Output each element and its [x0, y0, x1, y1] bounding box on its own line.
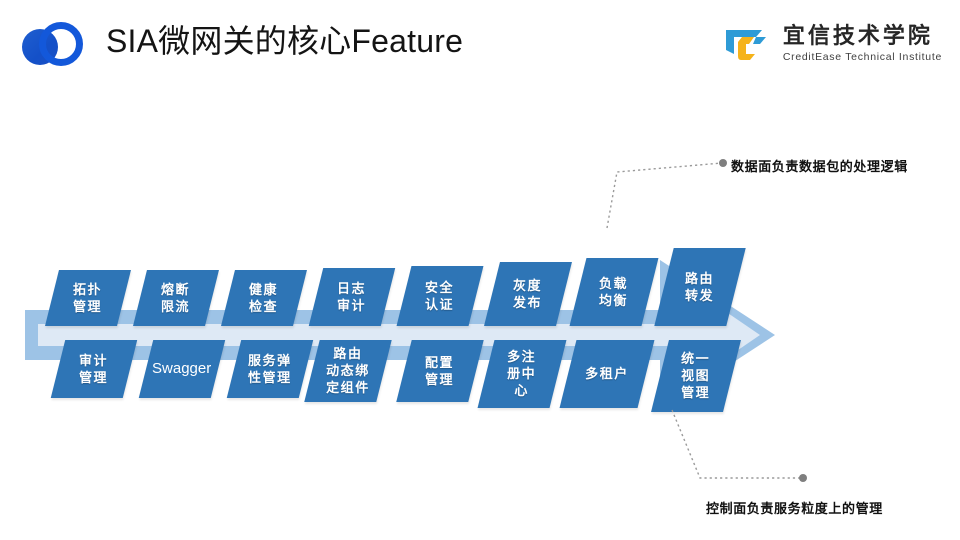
- feature-label: 拓扑管理: [73, 281, 103, 314]
- callout-control-plane: 控制面负责服务粒度上的管理: [706, 501, 883, 516]
- feature-chip-top-5[interactable]: 安全认证: [396, 266, 484, 326]
- feature-label: 路由转发: [685, 270, 715, 303]
- feature-label: 配置管理: [425, 354, 455, 387]
- feature-label: 统一视图管理: [681, 351, 711, 401]
- feature-label: 熔断限流: [161, 281, 191, 314]
- feature-label: 健康检查: [249, 281, 279, 314]
- callout-data-plane: 数据面负责数据包的处理逻辑: [731, 159, 908, 174]
- leader-line-top: [606, 162, 723, 229]
- tc-monogram-icon: [725, 30, 766, 60]
- feature-chip-top-1[interactable]: 拓扑管理: [45, 270, 131, 326]
- brand-name-en: CreditEase Technical Institute: [782, 51, 942, 64]
- leader-dot-top: [719, 159, 727, 167]
- feature-label: 灰度发布: [513, 277, 543, 310]
- page-title: SIA微网关的核心Feature: [106, 23, 464, 59]
- logo-ring-circle: [39, 22, 83, 66]
- brand-lockup: 宜信技术学院 CreditEase Technical Institute: [722, 18, 942, 70]
- process-arrow: [0, 240, 960, 430]
- feature-label: 多注册中心: [507, 349, 537, 399]
- feature-chip-bottom-3[interactable]: 服务弹性管理: [226, 340, 314, 398]
- feature-chip-bottom-2[interactable]: Swagger: [138, 340, 226, 398]
- feature-label: 安全认证: [425, 279, 455, 312]
- arrow-shape: [25, 260, 775, 410]
- feature-label: 多租户: [585, 366, 629, 382]
- brand-name-cn: 宜信技术学院: [782, 23, 933, 49]
- feature-label: 服务弹性管理: [248, 352, 292, 385]
- arrow-inner: [38, 294, 760, 376]
- feature-label: 日志审计: [337, 280, 367, 313]
- feature-chip-top-3[interactable]: 健康检查: [221, 270, 307, 326]
- feature-chip-bottom-1[interactable]: 审计管理: [50, 340, 138, 398]
- feature-chip-top-4[interactable]: 日志审计: [308, 268, 396, 326]
- feature-label: Swagger: [152, 360, 212, 378]
- feature-chip-top-2[interactable]: 熔断限流: [133, 270, 219, 326]
- feature-label: 路由动态绑定组件: [326, 346, 370, 396]
- sia-logo-icon: [22, 20, 94, 70]
- feature-label: 负载均衡: [599, 275, 629, 308]
- leader-dot-bottom: [799, 474, 807, 482]
- feature-label: 审计管理: [79, 352, 109, 385]
